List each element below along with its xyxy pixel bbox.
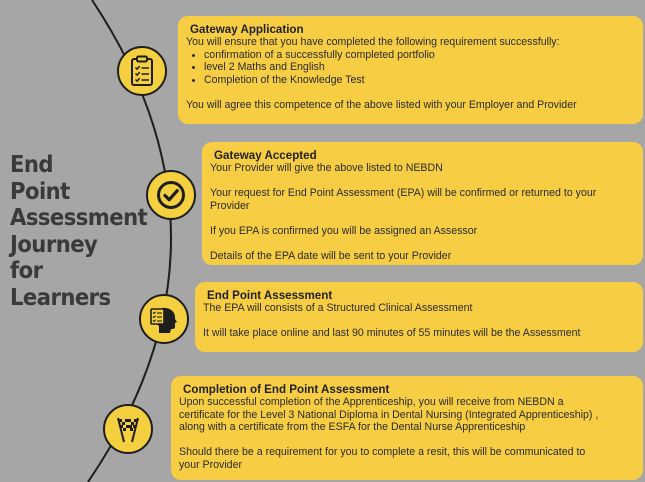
stage-text: If you EPA is confirmed you will be assi… xyxy=(210,224,478,237)
stage-text: Upon successful completion of the Appren… xyxy=(179,396,564,408)
stage-card-gateway-accepted: Gateway Accepted Your Provider will give… xyxy=(202,142,643,265)
stage-card-end-point-assessment: End Point Assessment The EPA will consis… xyxy=(195,282,643,352)
stage-text: The EPA will consists of a Structured Cl… xyxy=(203,302,473,314)
stage-heading: Gateway Application xyxy=(190,23,304,36)
stage-text: Your request for End Point Assessment (E… xyxy=(210,187,597,200)
title-line: Point xyxy=(10,178,70,205)
stage-text: Details of the EPA date will be sent to … xyxy=(210,250,452,263)
stage-heading: Completion of End Point Assessment xyxy=(183,383,390,396)
page-title: End Point Assessment Journey for Learner… xyxy=(10,152,148,311)
stage-card-completion: Completion of End Point Assessment Upon … xyxy=(171,376,643,480)
stage-heading: End Point Assessment xyxy=(207,289,333,302)
stage-text: along with a certificate from the ESFA f… xyxy=(179,421,526,434)
checkmark-circle-icon xyxy=(146,170,196,220)
stage-text: your Provider xyxy=(179,458,242,471)
stage-text: certificate for the Level 3 National Dip… xyxy=(179,408,599,421)
stage-outro: You will agree this competence of the ab… xyxy=(186,98,577,111)
stage-card-gateway-application: Gateway Application You will ensure that… xyxy=(178,16,643,124)
title-line: End xyxy=(10,152,54,178)
title-line: Journey xyxy=(10,231,98,258)
clipboard-checklist-icon xyxy=(117,46,167,96)
title-line: Learners xyxy=(10,284,111,311)
requirements-list: confirmation of a successfully completed… xyxy=(186,49,635,87)
stage-text: It will take place online and last 90 mi… xyxy=(203,327,581,340)
list-item: confirmation of a successfully completed… xyxy=(204,49,635,62)
stage-text: Your Provider will give the above listed… xyxy=(210,162,443,174)
title-line: Assessment xyxy=(10,205,148,231)
list-item: Completion of the Knowledge Test xyxy=(204,74,635,87)
head-checklist-icon xyxy=(139,294,189,344)
checkered-flags-icon xyxy=(103,404,153,454)
list-item: level 2 Maths and English xyxy=(204,61,635,74)
stage-text: Provider xyxy=(210,199,250,212)
title-line: for xyxy=(10,258,43,284)
stage-heading: Gateway Accepted xyxy=(214,149,317,162)
stage-text: Should there be a requirement for you to… xyxy=(179,446,586,459)
stage-intro: You will ensure that you have completed … xyxy=(186,36,560,48)
